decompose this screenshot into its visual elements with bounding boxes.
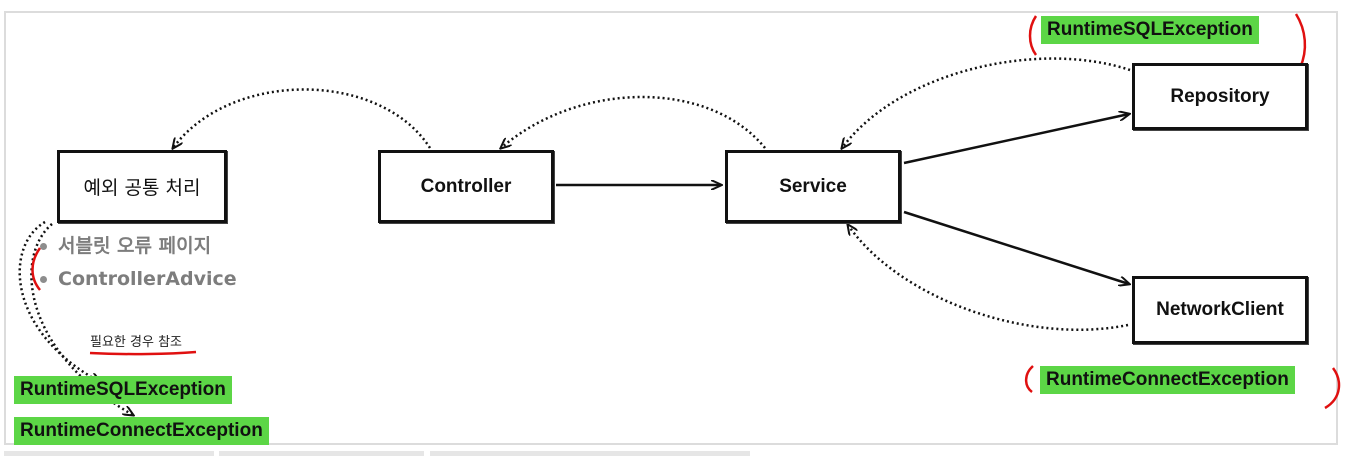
handled-exception-tag-2: RuntimeConnectException <box>14 417 269 445</box>
bottom-bar <box>430 451 750 456</box>
service-box: Service <box>725 150 901 223</box>
handled-exception-tag-1: RuntimeSQLException <box>14 376 232 404</box>
dotted-arrow-controller-to-handler <box>173 88 432 149</box>
handler-options-list: 서블릿 오류 페이지 ControllerAdvice <box>40 230 237 296</box>
network-exception-tag: RuntimeConnectException <box>1040 366 1295 394</box>
network-client-box: NetworkClient <box>1132 276 1308 344</box>
red-bracket-right-bottom <box>1324 367 1341 410</box>
repository-box: Repository <box>1132 63 1308 130</box>
list-item: ControllerAdvice <box>40 263 237 296</box>
repository-exception-tag: RuntimeSQLException <box>1041 16 1259 44</box>
bullet-icon <box>40 243 47 250</box>
red-bracket-bullets <box>31 247 42 291</box>
red-bracket-left-bottom <box>1024 365 1034 393</box>
exception-handler-box: 예외 공통 처리 <box>57 150 227 223</box>
repository-label: Repository <box>1170 85 1270 107</box>
service-label: Service <box>779 175 847 197</box>
red-underline-note <box>89 350 197 356</box>
reference-note: 필요한 경우 참조 <box>90 335 182 350</box>
bottom-bar <box>4 451 214 456</box>
red-bracket-left-top <box>1028 15 1038 56</box>
controller-label: Controller <box>420 175 512 197</box>
red-bracket-right-top <box>1294 13 1307 69</box>
arrow-service-to-repository <box>903 114 1129 165</box>
dotted-arrow-networkclient-to-service <box>848 225 1129 331</box>
list-item: 서블릿 오류 페이지 <box>40 230 237 263</box>
bullet-icon <box>40 276 47 283</box>
dotted-arrow-repository-to-service <box>842 57 1131 148</box>
network-client-label: NetworkClient <box>1156 299 1284 320</box>
arrow-service-to-networkclient <box>903 210 1129 284</box>
dotted-arrow-service-to-controller <box>501 95 766 148</box>
bottom-bar <box>219 451 424 456</box>
controller-box: Controller <box>378 150 554 223</box>
exception-handler-label: 예외 공통 처리 <box>83 177 201 199</box>
